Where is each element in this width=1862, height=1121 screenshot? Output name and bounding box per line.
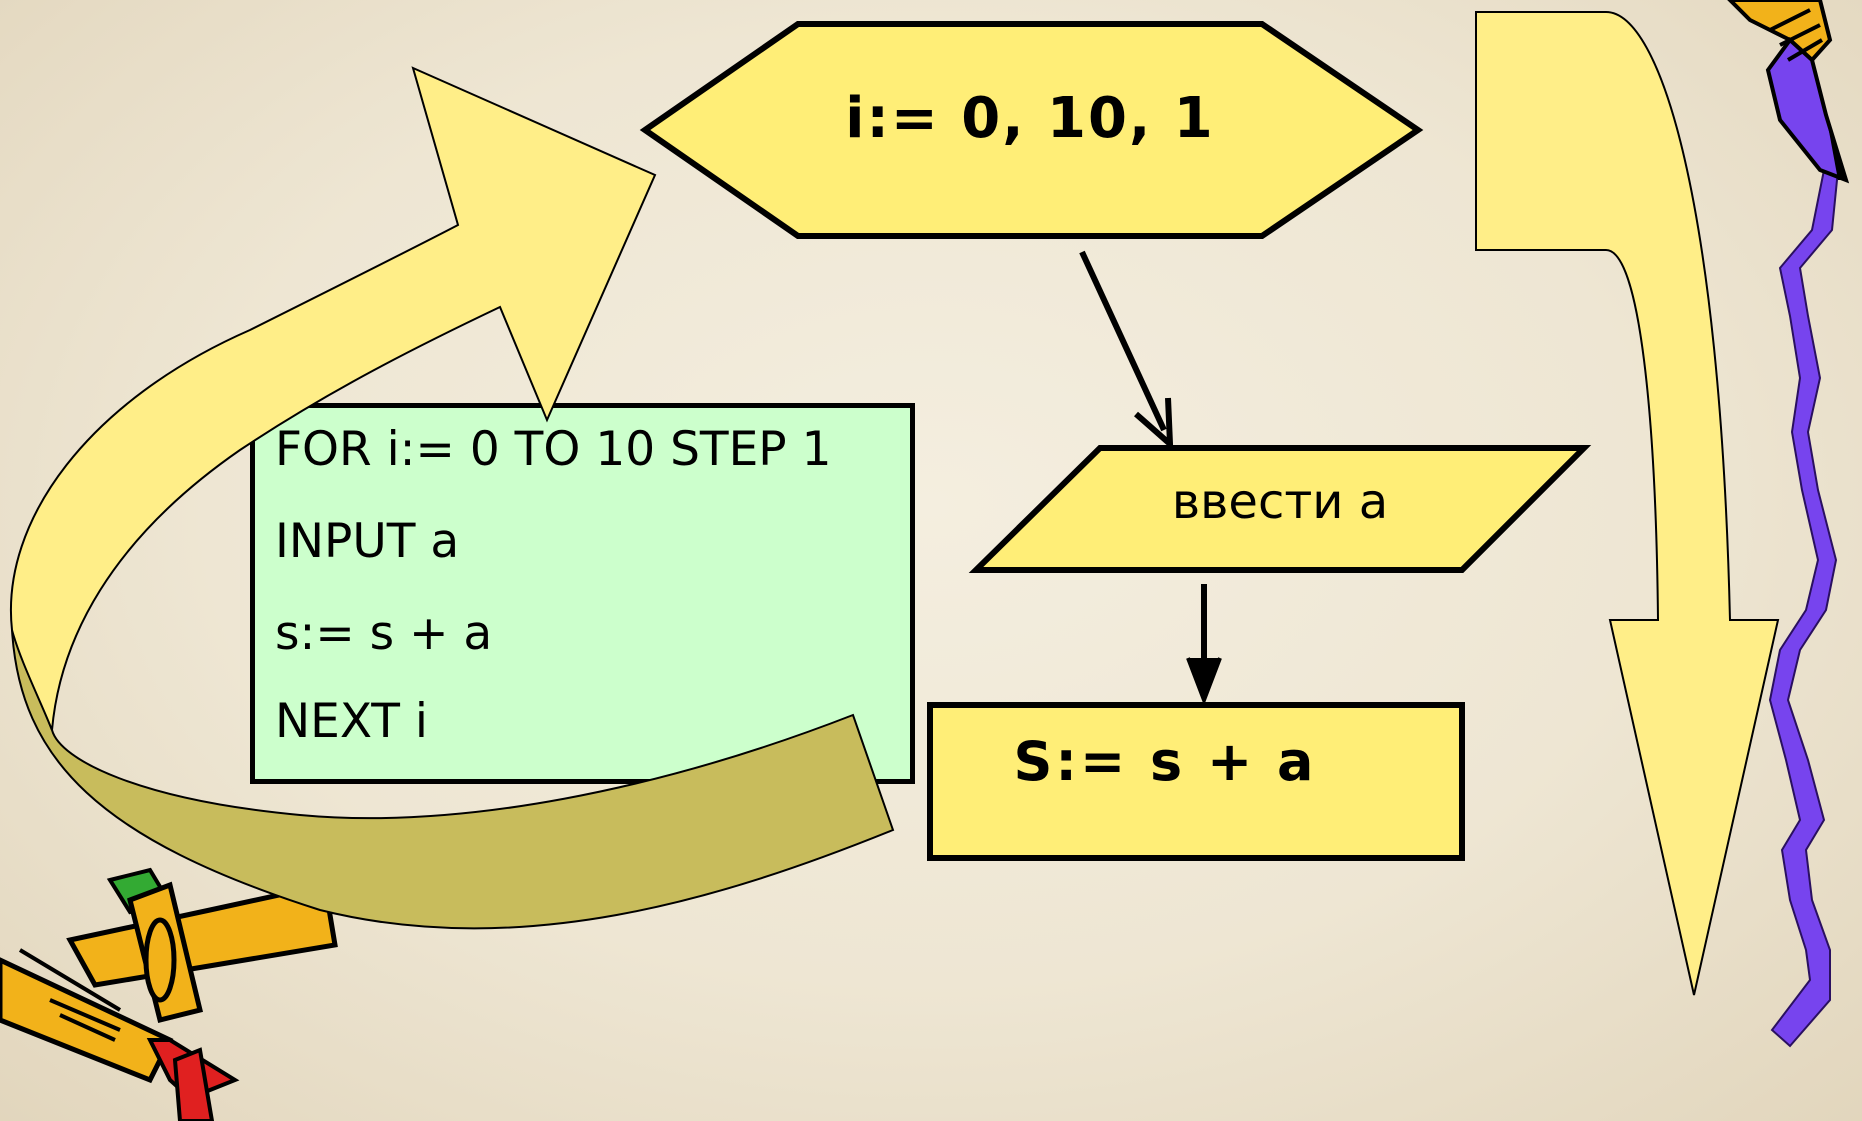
- pencil-clipart-top-right: [1727, 0, 1850, 184]
- basic-code-box: FOR i:= 0 TO 10 STEP 1 INPUT a s:= s + a…: [250, 403, 915, 784]
- code-line-next: NEXT i: [275, 694, 428, 749]
- process-rectangle: [927, 702, 1465, 861]
- code-line-sum: s:= s + a: [275, 606, 493, 661]
- input-parallelogram: [968, 445, 1592, 573]
- code-line-for: FOR i:= 0 TO 10 STEP 1: [275, 422, 832, 477]
- code-line-input: INPUT a: [275, 514, 460, 569]
- process-label: S:= s + a: [1013, 730, 1317, 793]
- loop-header-label: i:= 0, 10, 1: [845, 86, 1215, 151]
- input-label: ввести a: [1171, 474, 1389, 530]
- connector-arrow-1: [1079, 250, 1167, 432]
- loop-header-hexagon: [639, 21, 1424, 239]
